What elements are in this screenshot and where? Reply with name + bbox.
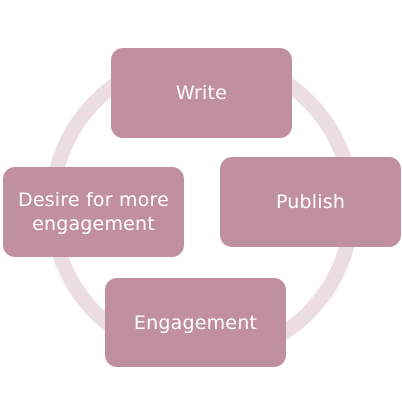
- node-write-label: Write: [175, 82, 228, 104]
- node-publish-label: Publish: [275, 191, 346, 213]
- node-publish: Publish: [220, 157, 401, 247]
- node-write: Write: [111, 48, 292, 138]
- node-desire-for-more-engagement: Desire for more engagement: [3, 167, 184, 257]
- node-engagement-label: Engagement: [133, 311, 258, 334]
- node-engagement: Engagement: [105, 278, 286, 367]
- node-desire-label: Desire for more engagement: [17, 189, 169, 235]
